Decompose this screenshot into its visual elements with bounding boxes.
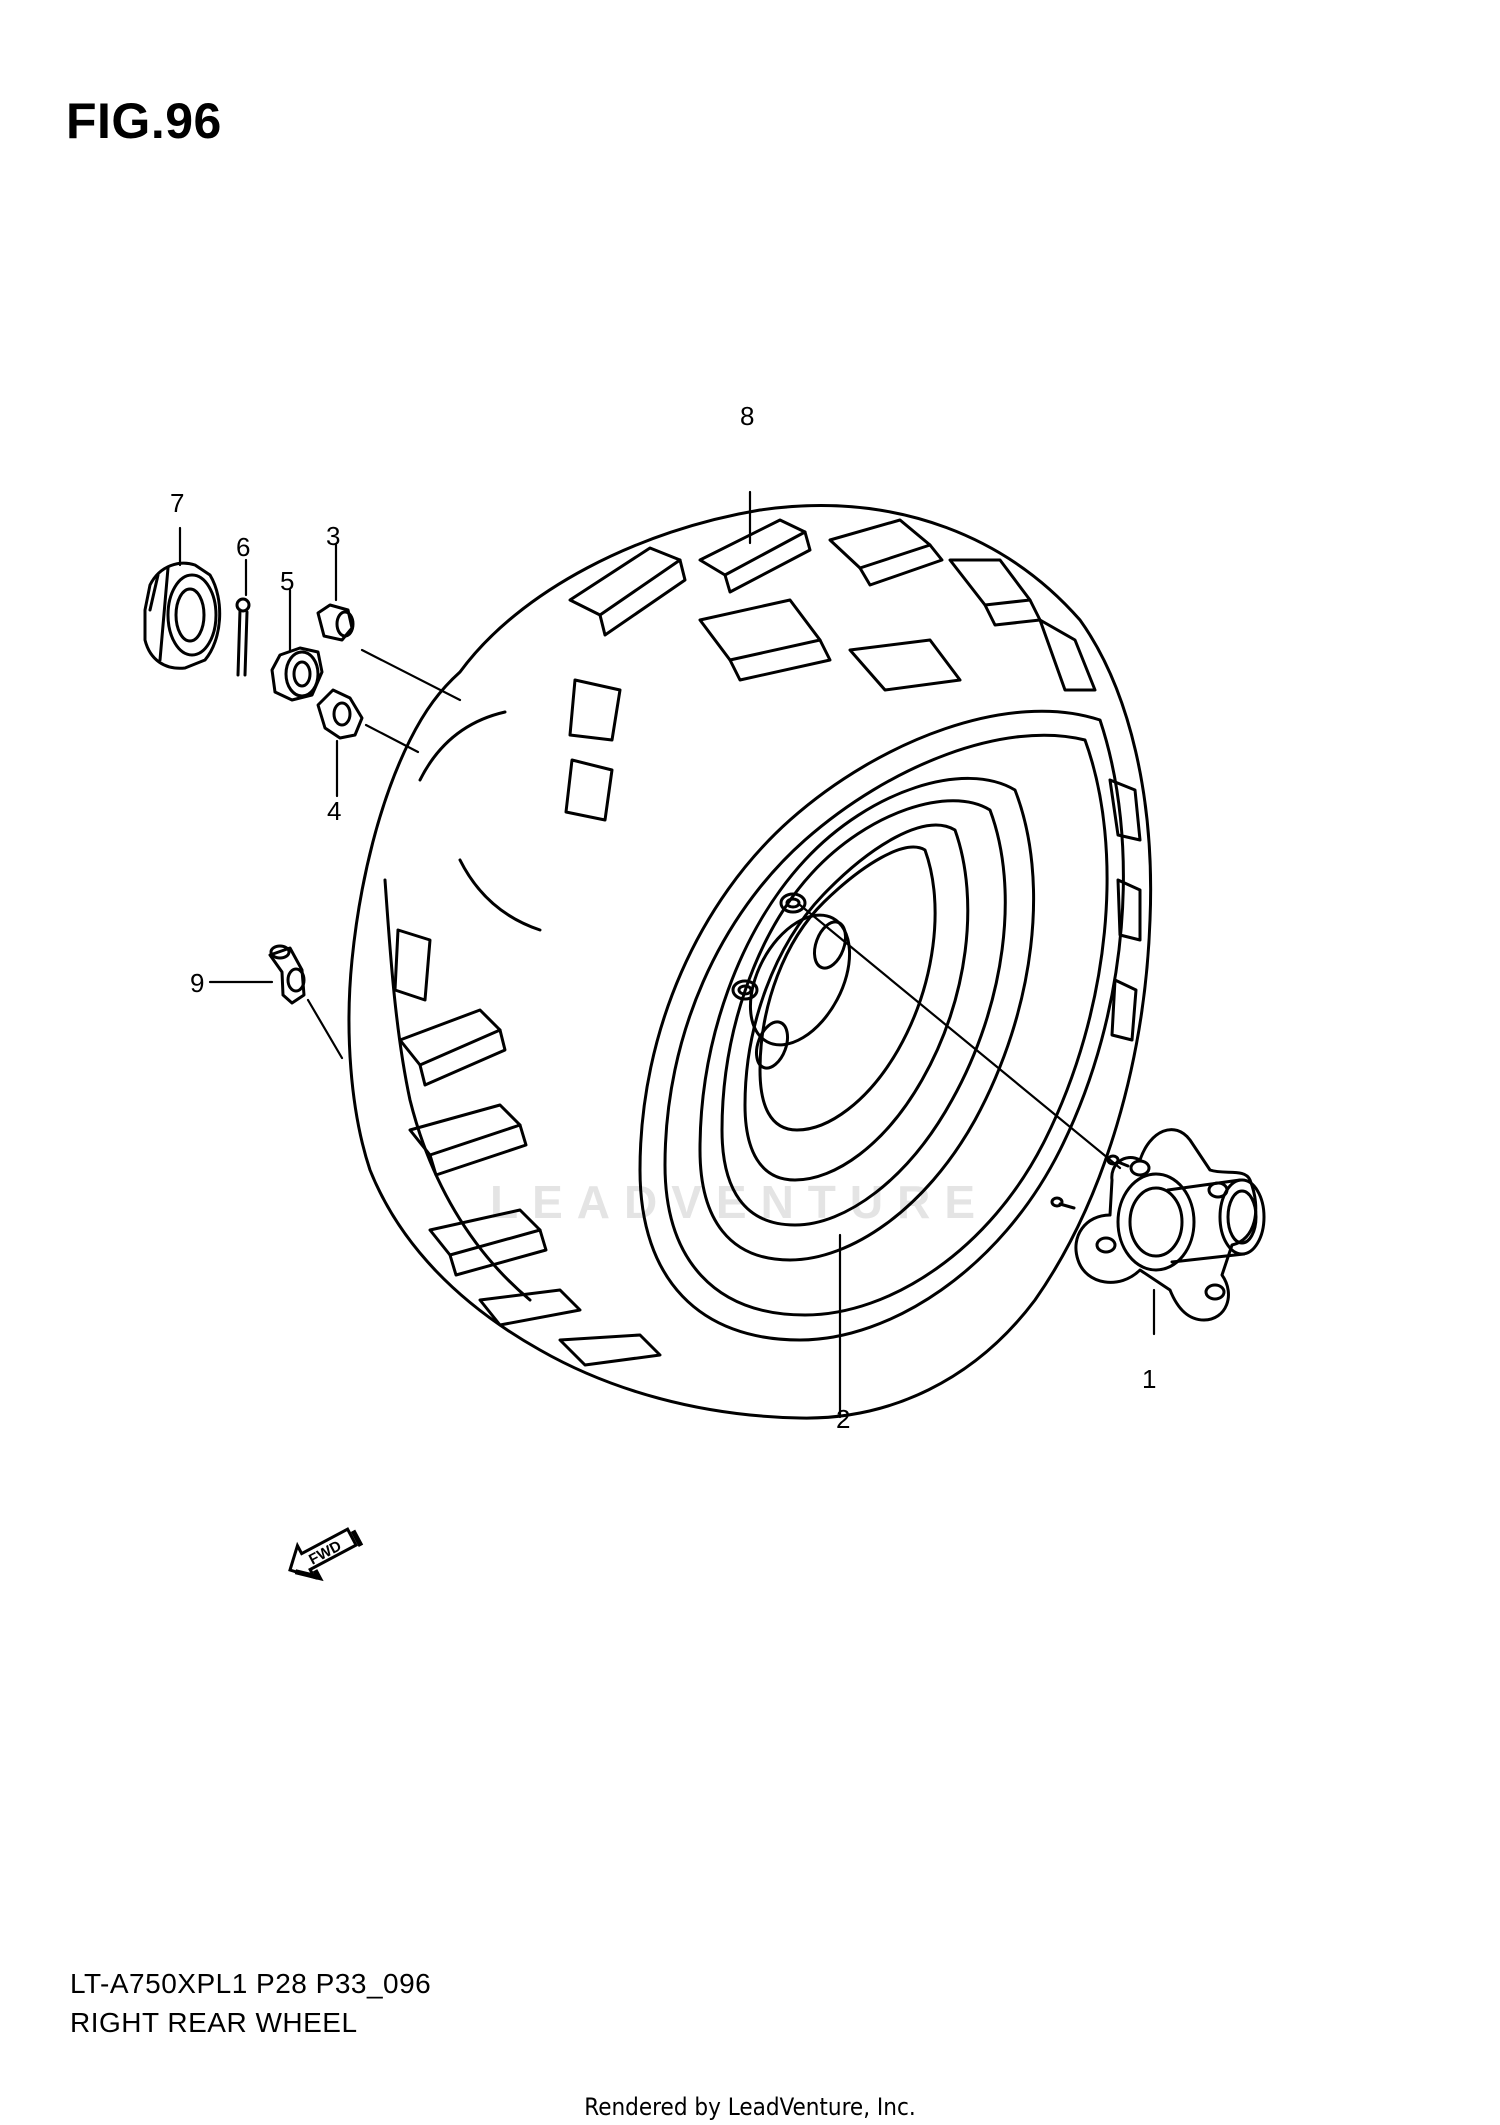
callout-7: 7 (170, 488, 184, 518)
callout-1: 1 (1142, 1364, 1156, 1394)
callout-9: 9 (190, 968, 204, 998)
callout-4: 4 (327, 796, 341, 826)
callout-6: 6 (236, 532, 250, 562)
figure-title: FIG.96 (66, 93, 222, 149)
leader-lines (178, 490, 1156, 1419)
tire-drawing (347, 504, 1153, 1420)
footer-section-name: RIGHT REAR WHEEL (70, 2007, 358, 2038)
callout-5: 5 (280, 566, 294, 596)
rendered-by-credit: Rendered by LeadVenture, Inc. (584, 2093, 916, 2121)
washer-drawing (316, 688, 364, 740)
hub-drawing (1050, 1128, 1266, 1322)
callout-3: 3 (326, 521, 340, 551)
castle-nut-drawing (270, 646, 324, 702)
callout-2: 2 (836, 1404, 850, 1434)
valve-drawing (268, 944, 306, 1005)
cap-drawing (143, 561, 222, 670)
callout-8: 8 (740, 401, 754, 431)
cotter-pin-drawing (235, 597, 251, 677)
fwd-arrow-icon: FWD (288, 1527, 364, 1582)
nut-drawing (316, 603, 355, 642)
footer-model-code: LT-A750XPL1 P28 P33_096 (70, 1968, 432, 1999)
